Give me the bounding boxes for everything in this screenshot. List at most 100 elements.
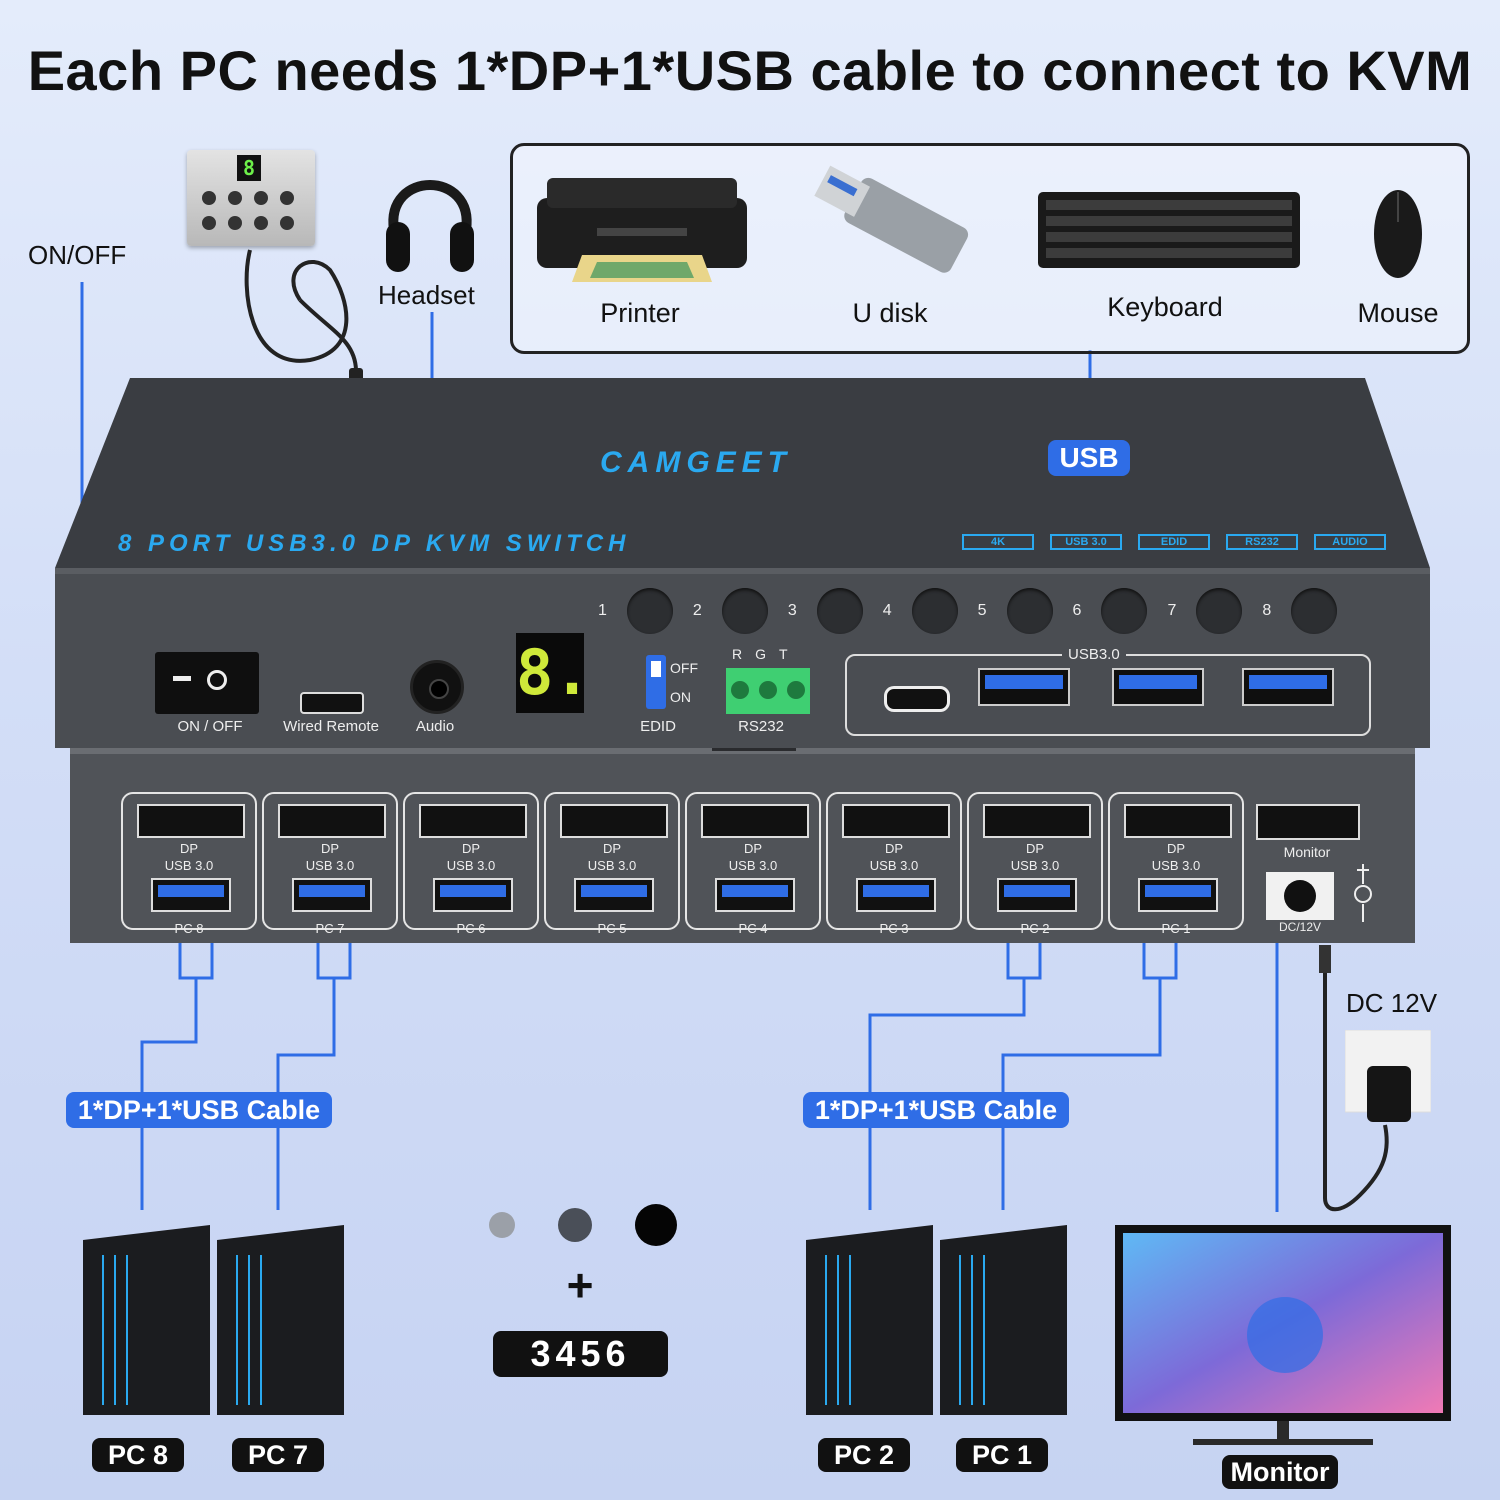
port-select-button[interactable] [816, 588, 863, 634]
switch-on-mark [173, 676, 191, 681]
feature-badge: 4K [962, 534, 1034, 550]
pc-label: PC 8 [92, 1438, 184, 1472]
rear-port-group: DP USB 3.0 PC 1 [1108, 792, 1244, 936]
usb-c-port[interactable] [884, 686, 950, 712]
usb-a-port[interactable] [292, 878, 372, 912]
usb-label: USB 3.0 [1151, 858, 1201, 873]
kvm-front-panel [55, 378, 1430, 748]
pc-port-label: PC 7 [315, 921, 345, 936]
color-swatch[interactable] [489, 1212, 515, 1238]
cable-label-left: 1*DP+1*USB Cable [66, 1092, 332, 1128]
monitor-port-label: Monitor [1283, 844, 1331, 860]
usb-a-port[interactable] [715, 878, 795, 912]
button-number: 7 [1167, 602, 1177, 619]
button-number: 3 [787, 602, 797, 619]
headset-icon [386, 180, 474, 272]
port-select-button[interactable] [1291, 588, 1338, 634]
dp-port[interactable] [278, 804, 386, 838]
usb-a-port[interactable] [433, 878, 513, 912]
usb-a-port[interactable] [856, 878, 936, 912]
dp-port[interactable] [137, 804, 245, 838]
color-swatch[interactable] [558, 1208, 592, 1242]
rs232-pin-label: T [779, 646, 788, 662]
usb-a-port[interactable] [574, 878, 654, 912]
dp-port[interactable] [983, 804, 1091, 838]
audio-jack[interactable] [410, 660, 464, 714]
dc-callout: DC 12V [1346, 988, 1438, 1018]
color-swatch[interactable] [635, 1204, 677, 1246]
monitor-port[interactable] [1256, 804, 1360, 840]
rs232-label: RS232 [738, 718, 784, 735]
remote-buttons [202, 191, 294, 230]
port-select-button[interactable] [721, 588, 768, 634]
model-code: 3456 [493, 1331, 668, 1377]
rs232-terminal[interactable] [726, 668, 810, 714]
power-switch[interactable] [155, 652, 259, 714]
dp-label: DP [179, 841, 199, 856]
pc-port-label: PC 8 [174, 921, 204, 936]
dp-port[interactable] [560, 804, 668, 838]
dp-label: DP [884, 841, 904, 856]
rs232-pin-label: G [755, 646, 767, 662]
switch-label: ON / OFF [177, 718, 243, 735]
port-select-button[interactable] [911, 588, 958, 634]
peripheral-label: Keyboard [1107, 292, 1223, 322]
pc-label: PC 2 [818, 1438, 910, 1472]
dp-port[interactable] [1124, 804, 1232, 838]
dp-label: DP [743, 841, 763, 856]
usb-a-port[interactable] [1242, 668, 1334, 706]
mouse-icon [1374, 190, 1422, 278]
peripheral-label: Printer [600, 298, 680, 328]
usb-a-port[interactable] [978, 668, 1070, 706]
feature-badges: 4K USB 3.0 EDID RS232 AUDIO [962, 534, 1386, 550]
port-select-button[interactable] [1101, 588, 1148, 634]
audio-label: Audio [415, 718, 455, 735]
rs232-pin-label: R [732, 646, 743, 662]
pc-port-label: PC 4 [738, 921, 768, 936]
wired-remote-port[interactable] [300, 692, 364, 714]
polarity-icon [1354, 864, 1372, 922]
port-select-button[interactable] [626, 588, 673, 634]
usb-a-port[interactable] [1112, 668, 1204, 706]
usb-label: USB 3.0 [587, 858, 637, 873]
dp-port[interactable] [701, 804, 809, 838]
pc-label: PC 1 [956, 1438, 1048, 1472]
usb-label: USB 3.0 [1010, 858, 1060, 873]
power-adapter-icon [1345, 1030, 1431, 1122]
rear-port-groups: DP USB 3.0 PC 8 DP USB 3.0 PC 7 DP USB 3… [121, 792, 1244, 936]
dp-port[interactable] [419, 804, 527, 838]
edid-on-label: ON [670, 689, 691, 705]
dc-jack[interactable] [1266, 872, 1334, 920]
plus-sign: + [566, 1259, 594, 1311]
keyboard-icon [1038, 192, 1300, 268]
headset-callout: Headset [378, 280, 475, 310]
button-number: 6 [1072, 602, 1082, 619]
color-swatches [489, 1204, 677, 1246]
dp-label: DP [602, 841, 622, 856]
usb-a-port[interactable] [997, 878, 1077, 912]
port-select-button[interactable] [1006, 588, 1053, 634]
rear-port-group: DP USB 3.0 PC 3 [826, 792, 962, 936]
usb-a-port[interactable] [151, 878, 231, 912]
port-select-button[interactable] [1196, 588, 1243, 634]
dp-label: DP [1166, 841, 1186, 856]
pc-label: PC 7 [232, 1438, 324, 1472]
switch-off-mark [207, 670, 227, 690]
feature-badge: USB 3.0 [1050, 534, 1122, 550]
pc-port-label: PC 5 [597, 921, 627, 936]
edid-dip-switch[interactable] [646, 655, 666, 709]
wired-remote[interactable]: 8 [187, 150, 315, 246]
pc-port-label: PC 1 [1161, 921, 1191, 936]
pc-port-label: PC 2 [1020, 921, 1050, 936]
button-number: 5 [977, 602, 987, 619]
pc-port-label: PC 3 [879, 921, 909, 936]
page-title: Each PC needs 1*DP+1*USB cable to connec… [27, 39, 1473, 102]
pc-tower-icon [83, 1225, 210, 1415]
rear-port-group: DP USB 3.0 PC 7 [262, 792, 398, 936]
button-number: 8 [1262, 602, 1272, 619]
dp-port[interactable] [842, 804, 950, 838]
model-name: 8 PORT USB3.0 DP KVM SWITCH [118, 530, 631, 557]
usb-a-port[interactable] [1138, 878, 1218, 912]
peripheral-label: U disk [852, 298, 928, 328]
rear-port-group: DP USB 3.0 PC 4 [685, 792, 821, 936]
